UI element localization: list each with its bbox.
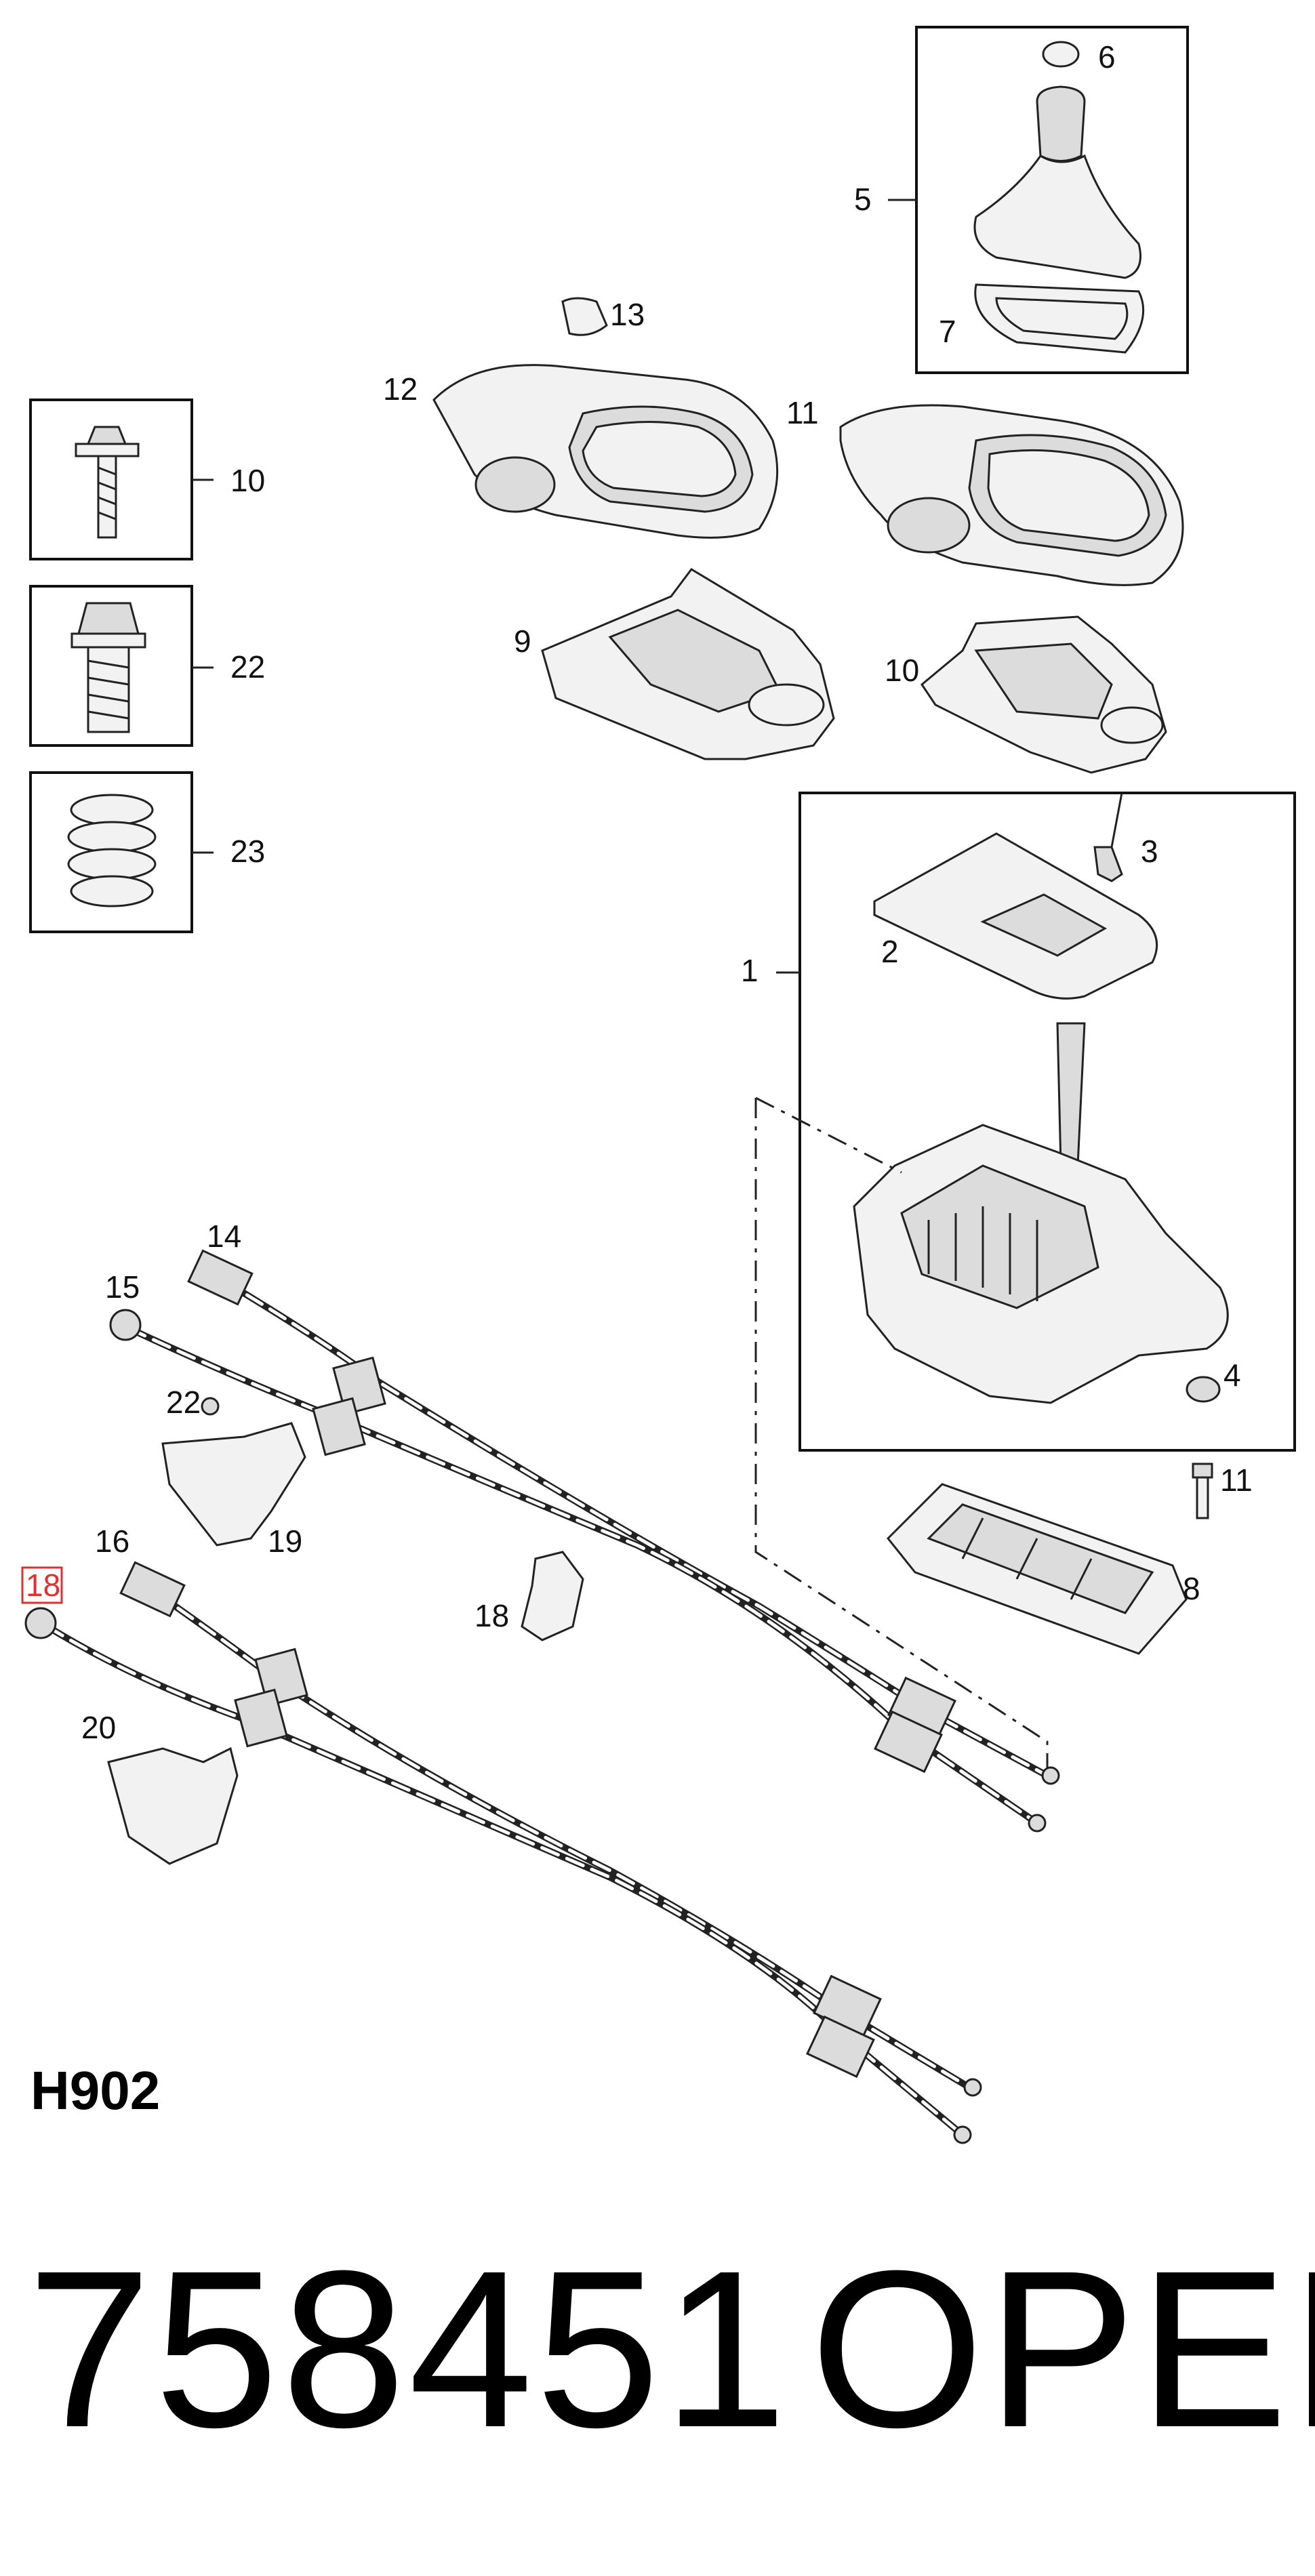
spring-box — [29, 771, 214, 933]
callout-15: 14 — [207, 1219, 241, 1254]
console-trim-13 — [432, 364, 779, 539]
clip-icon — [561, 297, 608, 336]
tray-8 — [886, 1483, 1188, 1655]
boot-frame-icon — [974, 283, 1145, 354]
callout-3: 3 — [1141, 834, 1158, 869]
callout-1: 1 — [741, 953, 758, 988]
shifter-assembly-group — [776, 792, 1296, 1452]
screw-box — [29, 585, 214, 747]
bracket-21-icon — [107, 1746, 239, 1865]
callout-6: 6 — [1098, 39, 1116, 75]
shift-cable-upper — [109, 1249, 1060, 1833]
callout-13: 12 — [383, 371, 418, 407]
sensor-icon — [1093, 846, 1123, 882]
callout-4: 4 — [1223, 1357, 1241, 1393]
callout-16: 15 — [105, 1269, 140, 1305]
callout-12: 11 — [786, 395, 819, 430]
callout-10: 10 — [885, 653, 919, 688]
gear-knob-group — [888, 26, 1189, 374]
console-housing-9 — [541, 568, 835, 760]
shift-cable-lower — [24, 1561, 982, 2144]
brand-name: OPEL — [810, 2224, 1315, 2474]
knob-cap-icon — [1042, 41, 1080, 68]
callout-11-box: 10 — [230, 463, 265, 498]
shift-lever-icon — [1056, 1022, 1086, 1167]
callout-2: 2 — [881, 934, 899, 969]
callout-9: 9 — [514, 623, 531, 659]
callout-23: 23 — [230, 834, 265, 869]
part-number: 758451 — [27, 2224, 790, 2474]
screw-head-icon — [77, 602, 140, 635]
gear-boot-icon — [973, 154, 1141, 279]
callout-7: 7 — [939, 314, 956, 349]
bolt-22-icon — [201, 1397, 220, 1416]
callout-21: 20 — [81, 1710, 116, 1745]
cable-end-15-icon — [187, 1249, 254, 1306]
callout-22: 22 — [166, 1385, 201, 1420]
loose-bolt-11 — [1192, 1463, 1213, 1519]
bolt-head-icon — [86, 426, 127, 445]
spring-icon — [70, 794, 154, 826]
callout-5: 5 — [854, 182, 872, 217]
console-trim-12 — [839, 404, 1184, 586]
ball-socket-16-icon — [109, 1309, 142, 1341]
console-housing-10 — [920, 615, 1167, 774]
bracket-20-icon — [161, 1422, 306, 1547]
callout-11: 11 — [1220, 1463, 1253, 1498]
callout-labels: 6 5 7 13 12 11 10 22 23 9 10 3 1 2 4 11 … — [21, 39, 1253, 1745]
callout-20: 19 — [268, 1524, 302, 1559]
callout-17: 16 — [95, 1524, 129, 1559]
callout-22-box: 22 — [230, 649, 265, 684]
cable-end-17-icon — [119, 1561, 186, 1618]
callout-18[interactable]: 18 — [26, 1568, 60, 1603]
callout-8: 8 — [1183, 1571, 1200, 1606]
callout-14: 13 — [610, 297, 645, 332]
ball-socket-18-icon — [24, 1607, 57, 1639]
bolt-box — [29, 398, 214, 560]
bracket-19-icon — [521, 1551, 584, 1641]
gear-knob-icon — [1036, 85, 1086, 162]
diagram-code: H902 — [31, 2060, 160, 2121]
highlight-box — [21, 1566, 63, 1604]
grommet-icon — [1186, 1376, 1221, 1403]
callout-19: 18 — [474, 1598, 509, 1633]
